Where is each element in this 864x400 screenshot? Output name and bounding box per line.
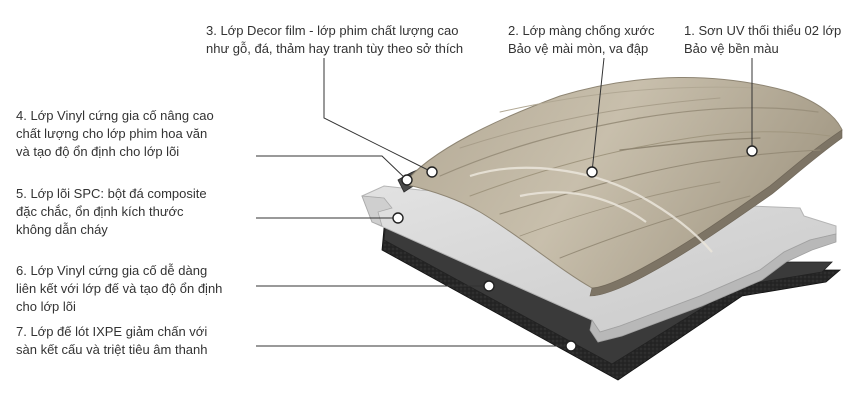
leader-line-4 — [256, 155, 408, 181]
spc-core-left-profile — [361, 195, 393, 227]
leader-line-2 — [591, 57, 605, 173]
wood-edge — [589, 129, 843, 297]
marker-dot-4 — [401, 174, 413, 186]
label-line: 3. Lớp Decor film - lớp phim chất lượng … — [206, 23, 459, 38]
label-uv-coating: 1. Sơn UV thối thiểu 02 lớp Bảo vệ bền m… — [684, 22, 841, 58]
label-line: 4. Lớp Vinyl cứng gia cố nâng cao — [16, 108, 214, 123]
marker-dot-2 — [586, 166, 598, 178]
wood-grain — [439, 86, 831, 259]
label-line: 2. Lớp màng chống xước — [508, 23, 655, 38]
marker-dot-3 — [426, 166, 438, 178]
label-decor-film: 3. Lớp Decor film - lớp phim chất lượng … — [206, 22, 463, 58]
leader-lines — [256, 57, 753, 347]
label-line: liên kết với lớp đế và tạo độ ổn định — [16, 281, 223, 296]
marker-dots — [392, 145, 758, 352]
label-line: sàn kết cấu và triệt tiêu âm thanh — [16, 342, 208, 357]
label-line: 6. Lớp Vinyl cứng gia cố dễ dàng — [16, 263, 208, 278]
label-line: không dẫn cháy — [16, 222, 108, 237]
label-line: chất lượng cho lớp phim hoa văn — [16, 126, 208, 141]
marker-dot-1 — [746, 145, 758, 157]
label-line: đặc chắc, ổn định kích thước — [16, 204, 184, 219]
leader-line-3 — [323, 58, 433, 173]
label-line: 1. Sơn UV thối thiểu 02 lớp — [684, 23, 842, 38]
label-lower-vinyl: 6. Lớp Vinyl cứng gia cố dễ dàng liên kế… — [16, 262, 222, 316]
marker-dot-5 — [392, 212, 404, 224]
label-line: 5. Lớp lõi SPC: bột đá composite — [16, 186, 207, 201]
label-line: Bảo vệ mài mòn, va đập — [508, 41, 649, 56]
spc-core-side — [589, 233, 837, 343]
label-wear-layer: 2. Lớp màng chống xước Bảo vệ mài mòn, v… — [508, 22, 654, 58]
label-line: 7. Lớp đế lót IXPE giảm chấn với — [16, 324, 208, 339]
label-line: như gỗ, đá, thảm hay tranh tùy theo sở t… — [206, 41, 464, 56]
label-line: Bảo vệ bền màu — [684, 41, 779, 56]
label-spc-core: 5. Lớp lõi SPC: bột đá composite đặc chắ… — [16, 185, 207, 239]
label-ixpe-underlay: 7. Lớp đế lót IXPE giảm chấn với sàn kết… — [16, 323, 208, 359]
marker-dot-7 — [565, 340, 577, 352]
label-upper-vinyl: 4. Lớp Vinyl cứng gia cố nâng cao chất l… — [16, 107, 214, 161]
label-line: cho lớp lõi — [16, 299, 76, 314]
label-line: và tạo độ ổn định cho lớp lõi — [16, 144, 180, 159]
marker-dot-6 — [483, 280, 495, 292]
wear-layer-highlight — [469, 166, 713, 253]
